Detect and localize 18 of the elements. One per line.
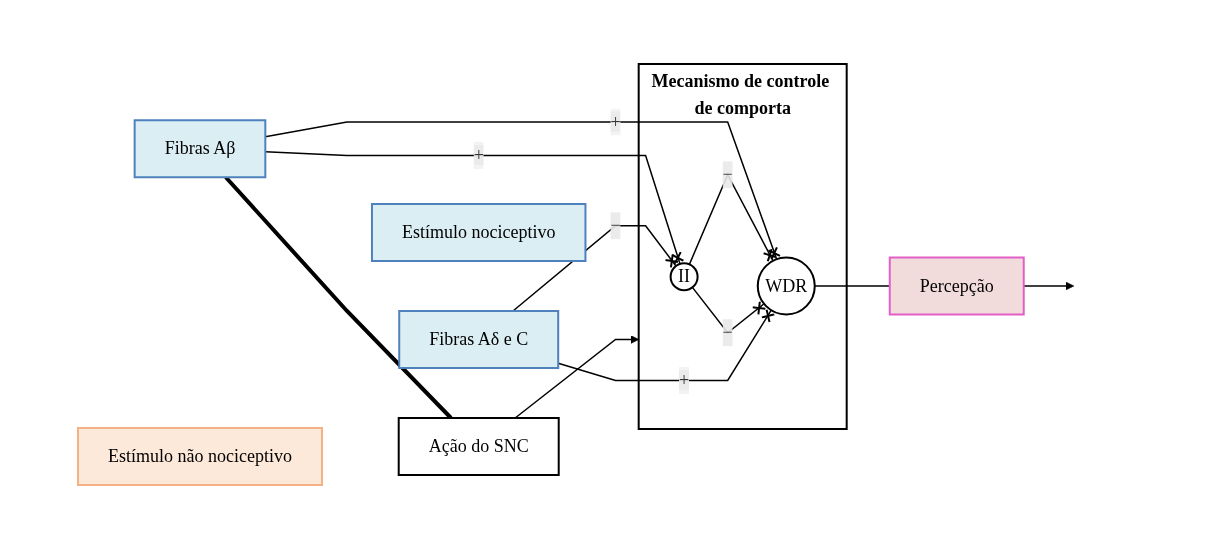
arrow [514,335,639,419]
edge-label: + [610,111,621,132]
node-box: Ação do SNC [397,417,560,476]
node-box: Fibras Aδ e C [397,310,559,369]
node-box: Fibras Aβ [133,119,266,179]
edge-label: − [722,164,733,185]
node-box: Estímulo nociceptivo [370,203,587,262]
edge-label: − [722,322,733,343]
edge-label: + [678,370,689,390]
connector [557,308,775,382]
node-circle: WDR [756,256,816,316]
edge-label: + [473,145,484,165]
connector [264,121,781,260]
connector [264,151,685,265]
edge-label: − [610,215,621,236]
node-box: Percepção [888,256,1025,316]
node-circle: II [669,262,699,292]
node-box: Estímulo não nociceptivo [76,427,323,486]
